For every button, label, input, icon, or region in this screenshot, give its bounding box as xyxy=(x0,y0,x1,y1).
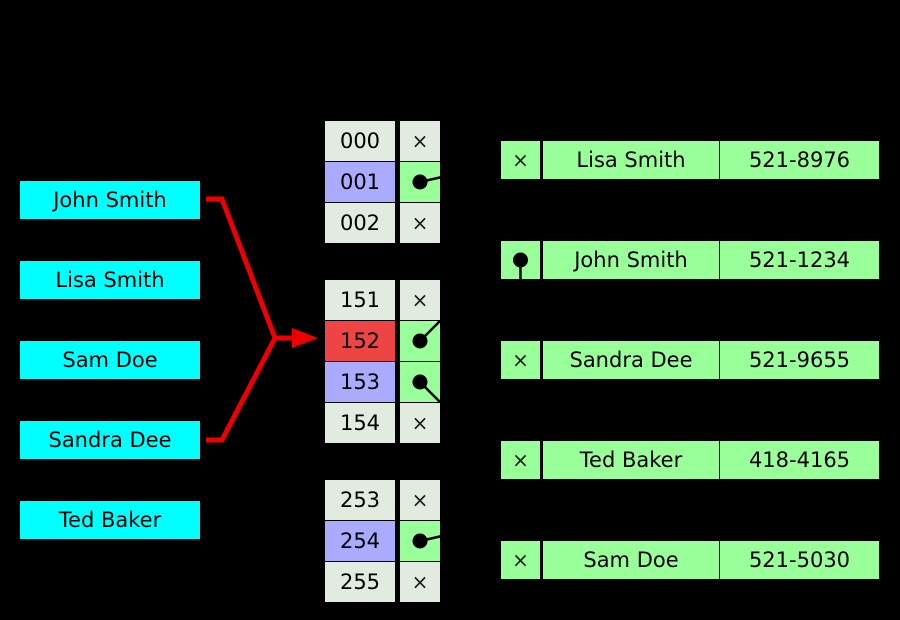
bucket-row[interactable]: 154 × xyxy=(325,403,440,443)
null-x-icon: × xyxy=(512,148,529,172)
key-label: Ted Baker xyxy=(58,507,162,532)
bucket-slot-pointer[interactable] xyxy=(400,162,440,202)
bucket-slot-empty[interactable]: × xyxy=(400,403,440,443)
pointer-dot-icon xyxy=(412,533,440,549)
key-label: John Smith xyxy=(53,187,167,212)
entry-phone: 418-4165 xyxy=(720,441,879,479)
entry-name: John Smith xyxy=(543,241,719,279)
bucket-slot-pointer[interactable] xyxy=(400,321,440,361)
entry-phone: 521-9655 xyxy=(720,341,879,379)
key-box-ted-baker[interactable]: Ted Baker xyxy=(20,501,200,539)
entry-row-lisa-smith[interactable]: × Lisa Smith 521-8976 xyxy=(501,141,879,179)
arrow-sandra-dee-to-152 xyxy=(206,336,278,443)
entry-phone: 521-5030 xyxy=(720,541,879,579)
pointer-dot-icon xyxy=(412,174,440,190)
entry-row-sandra-dee[interactable]: × Sandra Dee 521-9655 xyxy=(501,341,879,379)
entry-row-sam-doe[interactable]: × Sam Doe 521-5030 xyxy=(501,541,879,579)
entry-name: Sandra Dee xyxy=(543,341,719,379)
bucket-index: 152 xyxy=(325,321,395,361)
null-x-icon: × xyxy=(411,570,429,594)
bucket-index: 001 xyxy=(325,162,395,202)
bucket-slot-empty[interactable]: × xyxy=(400,280,440,320)
entry-phone: 521-8976 xyxy=(720,141,879,179)
bucket-row[interactable]: 151 × xyxy=(325,280,440,320)
null-x-icon: × xyxy=(411,211,429,235)
bucket-index: 002 xyxy=(325,203,395,243)
bucket-group-253: 253 × 254 255 × xyxy=(325,480,440,603)
bucket-row[interactable]: 253 × xyxy=(325,480,440,520)
null-x-icon: × xyxy=(512,348,529,372)
bucket-index: 153 xyxy=(325,362,395,402)
bucket-index: 255 xyxy=(325,562,395,602)
entry-next-null[interactable]: × xyxy=(501,441,540,479)
entry-next-null[interactable]: × xyxy=(501,341,540,379)
bucket-index: 151 xyxy=(325,280,395,320)
bucket-slot-pointer[interactable] xyxy=(400,521,440,561)
key-label: Sandra Dee xyxy=(48,427,172,452)
bucket-row[interactable]: 153 xyxy=(325,362,440,402)
bucket-index: 254 xyxy=(325,521,395,561)
bucket-row[interactable]: 254 xyxy=(325,521,440,561)
bucket-slot-pointer[interactable] xyxy=(400,362,440,402)
key-box-sam-doe[interactable]: Sam Doe xyxy=(20,341,200,379)
bucket-row[interactable]: 000 × xyxy=(325,121,440,161)
entry-name: Ted Baker xyxy=(543,441,719,479)
null-x-icon: × xyxy=(411,411,429,435)
bucket-slot-empty[interactable]: × xyxy=(400,203,440,243)
bucket-slot-empty[interactable]: × xyxy=(400,121,440,161)
entry-next-null[interactable]: × xyxy=(501,541,540,579)
null-x-icon: × xyxy=(512,448,529,472)
pointer-dot-icon xyxy=(513,252,528,279)
null-x-icon: × xyxy=(512,548,529,572)
bucket-index: 000 xyxy=(325,121,395,161)
entry-next-pointer[interactable] xyxy=(501,241,540,279)
bucket-group-151: 151 × 152 153 154 xyxy=(325,280,440,444)
entry-phone: 521-1234 xyxy=(720,241,879,279)
key-label: Sam Doe xyxy=(62,347,158,372)
bucket-index: 154 xyxy=(325,403,395,443)
pointer-dot-icon xyxy=(412,321,440,349)
arrow-john-smith-to-152 xyxy=(206,196,278,339)
bucket-row[interactable]: 002 × xyxy=(325,203,440,243)
key-box-sandra-dee[interactable]: Sandra Dee xyxy=(20,421,200,459)
null-x-icon: × xyxy=(411,288,429,312)
entry-name: Sam Doe xyxy=(543,541,719,579)
bucket-slot-empty[interactable]: × xyxy=(400,562,440,602)
bucket-row[interactable]: 001 xyxy=(325,162,440,202)
key-label: Lisa Smith xyxy=(55,267,165,292)
entry-row-ted-baker[interactable]: × Ted Baker 418-4165 xyxy=(501,441,879,479)
arrow-head xyxy=(292,328,318,348)
key-box-john-smith[interactable]: John Smith xyxy=(20,181,200,219)
null-x-icon: × xyxy=(411,488,429,512)
bucket-index: 253 xyxy=(325,480,395,520)
pointer-dot-icon xyxy=(412,374,440,402)
bucket-group-000: 000 × 001 002 × xyxy=(325,121,440,244)
bucket-row[interactable]: 255 × xyxy=(325,562,440,602)
bucket-row[interactable]: 152 xyxy=(325,321,440,361)
bucket-slot-empty[interactable]: × xyxy=(400,480,440,520)
null-x-icon: × xyxy=(411,129,429,153)
entry-row-john-smith[interactable]: John Smith 521-1234 xyxy=(501,241,879,279)
key-box-lisa-smith[interactable]: Lisa Smith xyxy=(20,261,200,299)
entry-name: Lisa Smith xyxy=(543,141,719,179)
entry-next-null[interactable]: × xyxy=(501,141,540,179)
